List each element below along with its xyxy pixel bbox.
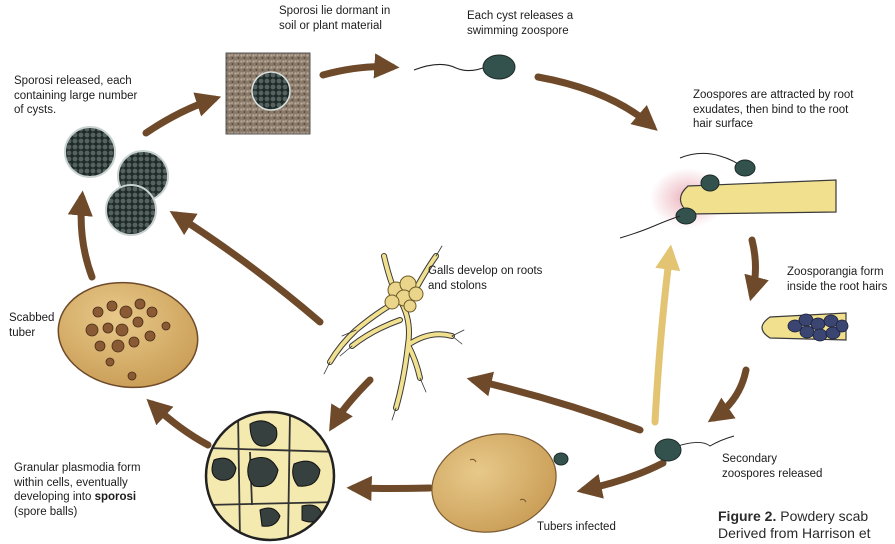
label-sporosi-released: Sporosi released, each containing large … <box>14 74 137 118</box>
label-zoospore-release: Each cyst releases a swimming zoospore <box>467 9 573 38</box>
scabbed-tuber <box>51 274 204 396</box>
label-galls: Galls develop on roots and stolons <box>428 264 542 293</box>
label-plasmodia-bold: sporosi <box>95 491 137 503</box>
label-zoosporangia: Zoosporangia form inside the root hairs <box>787 265 887 294</box>
root-hair-attach <box>620 153 836 238</box>
label-plasmodia: Granular plasmodia form within cells, ev… <box>14 461 141 519</box>
label-scabbed-tuber: Scabbed tuber <box>9 311 54 340</box>
figure-caption-text: Powdery scab <box>776 508 868 524</box>
zoospore-top <box>414 55 515 79</box>
plasmodia-cells <box>205 412 340 540</box>
cycle-arrows <box>81 67 755 490</box>
figure-number: Figure 2. <box>718 508 776 524</box>
zoosporangia-root <box>762 313 848 341</box>
figure-caption: Figure 2. Powdery scab Derived from Harr… <box>718 508 895 542</box>
label-tubers-infected: Tubers infected <box>537 520 616 535</box>
label-secondary-zoospores: Secondary zoospores released <box>722 452 822 481</box>
label-dormant: Sporosi lie dormant in soil or plant mat… <box>279 4 390 33</box>
soil-photo <box>226 53 310 134</box>
gold-arrow <box>655 252 670 422</box>
label-attracted: Zoospores are attracted by root exudates… <box>693 88 853 132</box>
figure-caption-line2: Derived from Harrison et <box>718 525 871 541</box>
label-plasmodia-tail: (spore balls) <box>14 506 77 518</box>
